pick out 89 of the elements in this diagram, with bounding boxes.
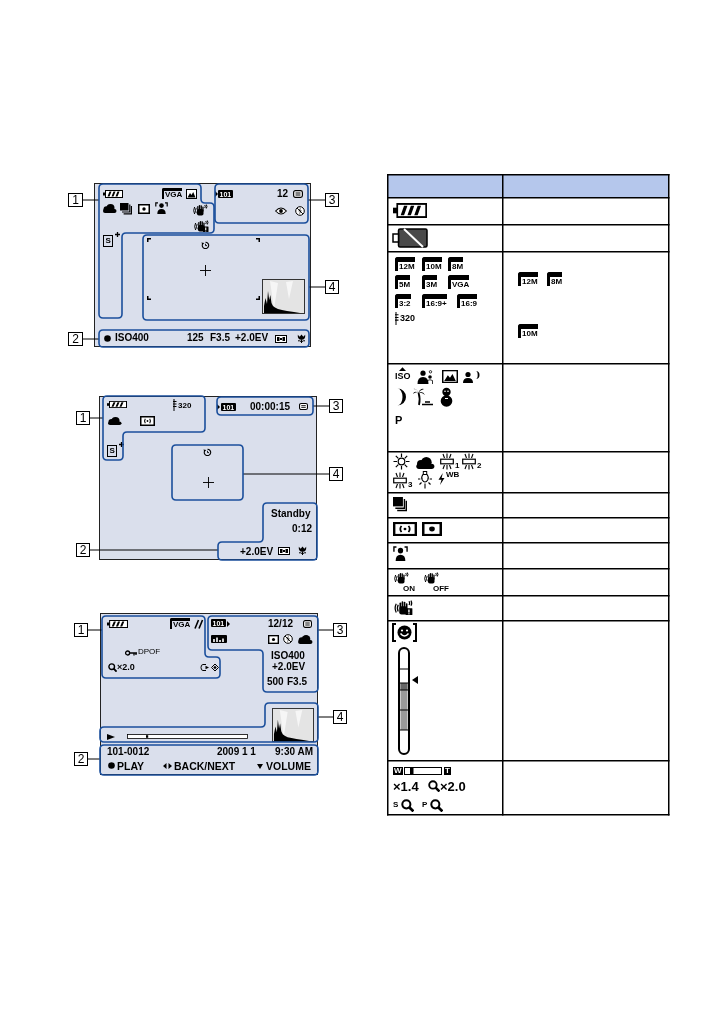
leader-line: [87, 629, 103, 631]
indicator-text: 12: [277, 189, 289, 199]
indicator-text: ISO400: [115, 333, 149, 343]
leader-line: [87, 758, 101, 760]
indicator-text: ISO400: [271, 651, 305, 661]
leader-line: [89, 549, 219, 551]
highlight-outline: [102, 395, 206, 461]
leader-line: [307, 199, 326, 201]
highlight-outline: [98, 183, 215, 319]
indicator-text: F3.5: [210, 333, 230, 343]
image-size-indicator: VGA: [162, 188, 183, 199]
icon-label: 1: [455, 462, 460, 470]
callout-number: 3: [325, 193, 339, 207]
leader-line: [317, 629, 334, 631]
indicator-text: 125: [187, 333, 204, 343]
leader-line: [89, 417, 104, 419]
indicator-text: 101-0012: [107, 747, 150, 757]
icon-label: 3: [408, 481, 413, 489]
icon-label: 320: [400, 314, 416, 323]
image-size-indicator: 12M: [395, 257, 415, 271]
image-size-indicator: 16:9+: [422, 294, 447, 308]
image-size-indicator: 10M: [422, 257, 442, 271]
image-size-indicator: VGA: [448, 275, 470, 289]
callout-number: 1: [76, 411, 90, 425]
indicator-text: 2009 1 1: [217, 747, 256, 757]
icon-label: S: [393, 801, 399, 809]
image-size-indicator: 3M: [422, 275, 438, 289]
callout-number: 2: [68, 332, 83, 346]
image-size-indicator: 5M: [395, 275, 411, 289]
callout-number: 4: [333, 710, 347, 724]
icon-label: P: [422, 801, 428, 809]
callout-number: 4: [329, 467, 343, 481]
callout-number: 3: [329, 399, 343, 413]
indicator-text: F3.5: [287, 677, 307, 687]
indicator-text: ×2.0: [117, 663, 135, 672]
highlight-outline: [171, 444, 244, 501]
callout-number: 2: [74, 752, 88, 766]
icon-label: ×2.0: [440, 780, 466, 793]
highlight-outline: [214, 183, 309, 224]
callout-number: 1: [74, 623, 88, 637]
scene-indicator: S: [107, 445, 118, 457]
scene-indicator: S: [103, 235, 114, 247]
icon-label: P: [395, 415, 403, 426]
highlight-outline: [98, 329, 310, 348]
highlight-outline: [99, 744, 319, 776]
zoom-end-marker: T: [444, 767, 451, 775]
leader-line: [308, 286, 326, 288]
indicator-text: 500: [267, 677, 284, 687]
image-size-indicator: 8M: [448, 257, 464, 271]
leader-line: [82, 338, 100, 340]
image-size-indicator: 16:9: [457, 294, 477, 308]
icon-label: ON: [403, 585, 415, 593]
indicator-text: VOLUME: [266, 761, 311, 772]
highlight-outline: [207, 615, 319, 693]
leader-line: [242, 473, 330, 475]
indicator-text: BACK/NEXT: [174, 761, 236, 772]
leader-line: [82, 199, 100, 201]
indicator-text: 12/12: [268, 619, 294, 629]
icon-label: ISO: [395, 372, 411, 381]
indicator-text: 9:30 AM: [275, 747, 313, 757]
indicator-text: +2.0EV: [272, 662, 306, 672]
icon-label: WB: [446, 471, 460, 479]
icon-label: OFF: [433, 585, 449, 593]
indicator-text: DPOF: [138, 648, 161, 656]
image-size-indicator: 8M: [547, 272, 563, 286]
callout-number: 4: [325, 280, 339, 294]
leader-line: [312, 405, 330, 407]
callout-number: 1: [68, 193, 83, 207]
indicator-text: +2.0EV: [240, 547, 274, 557]
indicator-text: 320: [178, 402, 192, 410]
image-size-indicator: 3:2: [395, 294, 411, 308]
highlight-outline: [216, 396, 314, 416]
indicator-text: +2.0EV: [235, 333, 269, 343]
callout-number: 2: [76, 543, 90, 557]
image-size-indicator: VGA: [170, 618, 191, 629]
highlight-outline: [99, 702, 319, 743]
image-size-indicator: 12M: [518, 272, 538, 286]
zoom-end-marker: W: [393, 767, 403, 775]
highlight-outline: [142, 234, 310, 321]
icon-label: ×1.4: [393, 780, 419, 793]
icon-label: 2: [477, 462, 482, 470]
indicator-text: Standby: [271, 509, 311, 519]
leader-line: [317, 716, 334, 718]
callout-number: 3: [333, 623, 347, 637]
indicator-text: 00:00:15: [250, 402, 291, 412]
highlight-outline: [217, 502, 318, 561]
image-size-indicator: 10M: [518, 324, 538, 338]
indicator-text: PLAY: [117, 761, 145, 772]
indicator-text: 0:12: [292, 524, 312, 534]
